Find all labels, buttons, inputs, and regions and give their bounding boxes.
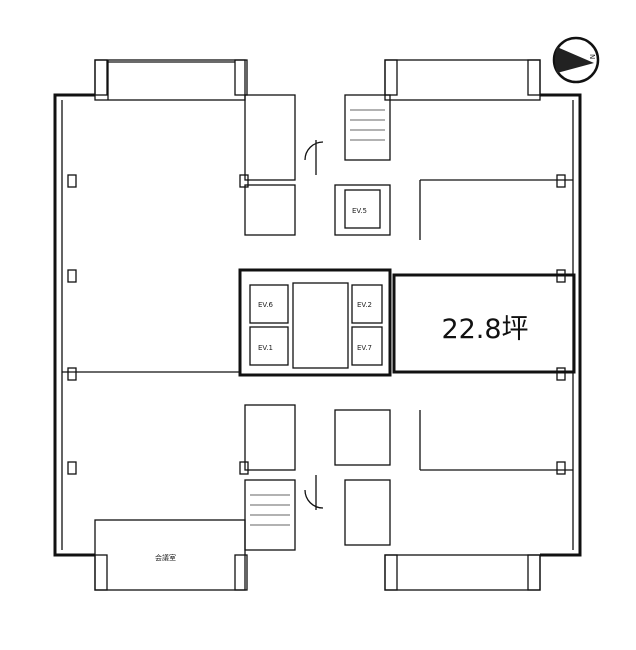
ev-label: EV.7: [357, 344, 372, 352]
compass-label: N: [588, 54, 596, 59]
left-wing: 会議室: [53, 59, 249, 591]
highlighted-unit[interactable]: [392, 273, 576, 374]
ev-label: EV.1: [258, 344, 273, 352]
core: EV.5 EV.6 EV.2 EV.1 EV.7: [238, 94, 392, 551]
ev-label: EV.2: [357, 301, 372, 309]
ev-label: EV.5: [352, 207, 367, 215]
north-arrow-icon: N: [552, 36, 600, 84]
svg-text:会議室: 会議室: [155, 553, 176, 562]
unit-area-label: 22.8坪: [441, 314, 529, 345]
ev-label: EV.6: [258, 301, 274, 309]
